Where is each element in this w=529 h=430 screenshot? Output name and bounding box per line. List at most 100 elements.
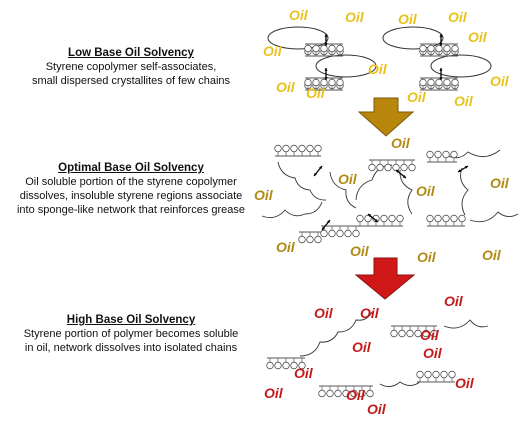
- oil-label: Oil: [420, 327, 440, 343]
- styrene-ring: [396, 214, 404, 223]
- styrene-ring: [380, 214, 388, 223]
- styrene-ring: [416, 370, 424, 379]
- styrene-ring: [364, 214, 372, 223]
- styrene-ring: [328, 229, 336, 238]
- styrene-ring: [392, 163, 400, 172]
- styrene-ring: [358, 389, 366, 398]
- polymer-backbone: [469, 211, 519, 223]
- styrene-ring: [328, 78, 336, 87]
- panel-desc-optimal-2: dissolves, insoluble styrene regions ass…: [19, 190, 243, 202]
- chain-loop: [430, 54, 492, 78]
- styrene-ring: [320, 78, 328, 87]
- oil-label: Oil: [391, 135, 411, 151]
- styrene-ring: [422, 329, 430, 338]
- styrene-ring: [442, 150, 450, 159]
- styrene-ring: [388, 214, 396, 223]
- oil-label: Oil: [338, 171, 358, 187]
- styrene-ring: [318, 389, 326, 398]
- panel-desc-optimal-1: Oil soluble portion of the styrene copol…: [25, 176, 237, 188]
- styrene-ring: [350, 389, 358, 398]
- styrene-ring: [426, 214, 434, 223]
- oil-label: Oil: [468, 29, 488, 45]
- chain-loop: [315, 54, 377, 78]
- styrene-ring: [451, 44, 459, 53]
- polymer-backbone: [277, 161, 327, 201]
- styrene-ring: [398, 329, 406, 338]
- styrene-ring: [274, 361, 282, 370]
- styrene-ring: [434, 150, 442, 159]
- oil-label: Oil: [448, 9, 468, 25]
- oil-label: Oil: [346, 387, 366, 403]
- polymer-backbone: [379, 381, 421, 387]
- styrene-ring: [442, 214, 450, 223]
- oil-label: Oil: [444, 293, 464, 309]
- oil-label: Oil: [360, 305, 380, 321]
- styrene-ring: [427, 78, 435, 87]
- isolated-chains: [266, 311, 489, 398]
- oil-label: Oil: [490, 73, 510, 89]
- styrene-ring: [443, 44, 451, 53]
- styrene-ring: [384, 163, 392, 172]
- oil-label: Oil: [289, 7, 309, 23]
- styrene-ring: [312, 44, 320, 53]
- styrene-ring: [266, 361, 274, 370]
- styrene-ring: [290, 361, 298, 370]
- oil-label: Oil: [314, 305, 334, 321]
- styrene-ring: [320, 44, 328, 53]
- styrene-ring: [451, 78, 459, 87]
- styrene-ring: [400, 163, 408, 172]
- sponge-network: [261, 144, 519, 244]
- oil-label: Oil: [417, 249, 437, 265]
- styrene-ring: [434, 214, 442, 223]
- styrene-ring: [352, 229, 360, 238]
- styrene-ring: [312, 78, 320, 87]
- styrene-ring: [458, 214, 466, 223]
- oil-label: Oil: [276, 79, 296, 95]
- styrene-ring: [314, 235, 322, 244]
- oil-label: Oil: [350, 243, 370, 259]
- styrene-ring: [440, 370, 448, 379]
- styrene-ring: [426, 150, 434, 159]
- oil-label: Oil: [254, 187, 274, 203]
- styrene-ring: [448, 370, 456, 379]
- oil-label: Oil: [482, 247, 502, 263]
- crystallite-cluster-1: [267, 26, 377, 91]
- styrene-ring: [450, 214, 458, 223]
- panel-title-high: High Base Oil Solvency: [66, 314, 196, 326]
- styrene-ring: [334, 389, 342, 398]
- oil-label: Oil: [455, 375, 475, 391]
- oil-label: Oil: [398, 11, 418, 27]
- oil-label: Oil: [352, 339, 372, 355]
- styrene-ring: [282, 361, 290, 370]
- chain-loop: [267, 26, 329, 50]
- styrene-ring: [427, 44, 435, 53]
- oil-label: Oil: [276, 239, 296, 255]
- oil-label: Oil: [367, 401, 387, 417]
- styrene-ring: [366, 389, 374, 398]
- oil-label: Oil: [306, 85, 326, 101]
- styrene-ring: [443, 78, 451, 87]
- styrene-ring: [450, 150, 458, 159]
- panel-high-solvency: High Base Oil Solvency Styrene portion o…: [0, 313, 262, 355]
- styrene-ring: [419, 44, 427, 53]
- styrene-ring: [376, 163, 384, 172]
- panel-optimal-solvency: Optimal Base Oil Solvency Oil soluble po…: [0, 161, 262, 217]
- styrene-ring: [306, 235, 314, 244]
- crystallite-cluster-2: [382, 26, 492, 91]
- styrene-ring: [314, 144, 322, 153]
- styrene-ring: [342, 389, 350, 398]
- oil-label: Oil: [263, 43, 283, 59]
- styrene-ring: [298, 144, 306, 153]
- oil-label: Oil: [407, 89, 427, 105]
- oil-label: Oil: [454, 93, 474, 109]
- styrene-ring: [304, 44, 312, 53]
- panel-low-solvency: Low Base Oil Solvency Styrene copolymer …: [0, 46, 262, 88]
- styrene-ring: [390, 329, 398, 338]
- polymer-backbone: [299, 311, 373, 357]
- polymer-backbone: [329, 171, 357, 209]
- styrene-ring: [328, 44, 336, 53]
- panel-desc-low-2: small dispersed crystallites of few chai…: [31, 75, 231, 87]
- polymer-backbone: [443, 319, 489, 329]
- styrene-ring: [274, 144, 282, 153]
